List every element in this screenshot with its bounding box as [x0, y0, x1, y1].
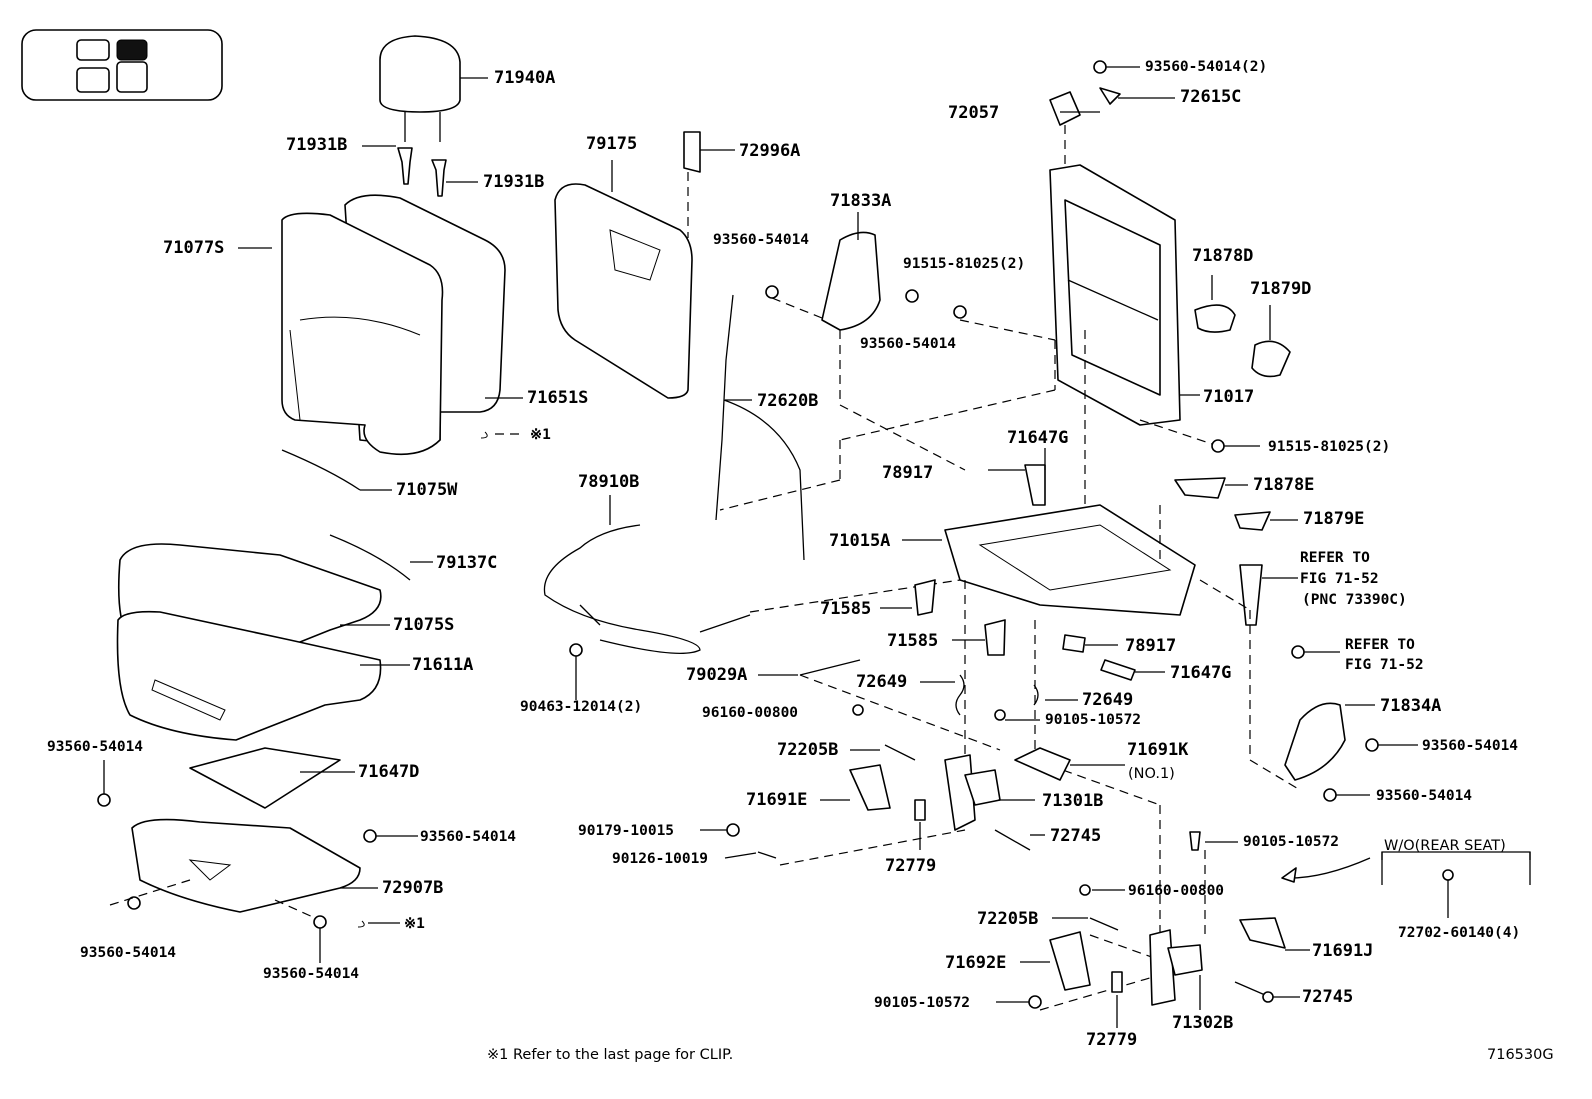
part-label-71017: 71017	[1203, 387, 1255, 407]
part-label-91515-81025: 91515-81025(2)	[1268, 439, 1391, 455]
without-rear-seat-note: W/O(REAR SEAT)	[1384, 838, 1506, 854]
part-label-71691K: 71691K	[1127, 740, 1189, 760]
cushion-frame-shape	[97, 760, 418, 963]
part-label-78917: 78917	[1125, 636, 1177, 656]
headrest-support-shapes	[362, 145, 478, 197]
part-label-72779: 72779	[885, 856, 937, 876]
cable-shape	[715, 294, 805, 561]
part-label-71691J: 71691J	[1312, 941, 1374, 961]
part-label-72615C: 72615C	[1180, 87, 1242, 107]
part-label-71691K-note: (NO.1)	[1128, 766, 1175, 782]
part-label-72057: 72057	[948, 103, 1000, 123]
footnote: ※1 Refer to the last page for CLIP.	[487, 1047, 734, 1063]
part-label-71647G: 71647G	[1007, 428, 1069, 448]
part-label-93560-54014: 93560-54014	[420, 829, 517, 845]
part-label-90105-10572: 90105-10572	[874, 995, 971, 1011]
part-label-90126-10019: 90126-10019	[612, 851, 709, 867]
part-label-71878D: 71878D	[1192, 246, 1254, 266]
part-label-90105-10572: 90105-10572	[1045, 712, 1142, 728]
side-cover-shape	[765, 212, 967, 331]
part-label-71833A: 71833A	[830, 191, 892, 211]
part-label-93560-54014-2: 93560-54014(2)	[1145, 59, 1268, 75]
part-label-71879E: 71879E	[1303, 509, 1365, 529]
refer-note-2-line1: REFER TO	[1345, 637, 1415, 653]
seatback-board-shape	[554, 131, 735, 399]
part-label-79029A: 79029A	[686, 665, 748, 685]
part-label-71879D: 71879D	[1250, 279, 1312, 299]
refer-note-line3: (PNC 73390C)	[1302, 592, 1407, 608]
part-label-93560-54014: 93560-54014	[860, 336, 957, 352]
part-label-72996A: 72996A	[739, 141, 801, 161]
part-label-93560-54014: 93560-54014	[1376, 788, 1473, 804]
cushion-sheet-shape	[189, 747, 355, 809]
part-label-71878E: 71878E	[1253, 475, 1315, 495]
part-label-93560-54014: 93560-54014	[713, 232, 810, 248]
part-label-78917: 78917	[882, 463, 934, 483]
part-label-72205B: 72205B	[777, 740, 839, 760]
part-label-78910B: 78910B	[578, 472, 640, 492]
part-label-71940A: 71940A	[494, 68, 556, 88]
release-cable-shape	[543, 495, 751, 700]
clip-mark: ※1	[530, 427, 551, 443]
seatback-cover-shape	[238, 194, 525, 491]
part-label-72702-60140: 72702-60140(4)	[1398, 925, 1521, 941]
part-label-72205B: 72205B	[977, 909, 1039, 929]
seatback-frame-shape	[1049, 60, 1291, 453]
part-label-72620B: 72620B	[757, 391, 819, 411]
refer-note-line2: FIG 71-52	[1300, 571, 1379, 587]
part-label-91515-81025: 91515-81025(2)	[903, 256, 1026, 272]
part-label-71931B: 71931B	[286, 135, 348, 155]
part-label-79175: 79175	[586, 134, 638, 154]
part-label-71692E: 71692E	[945, 953, 1007, 973]
part-label-72649: 72649	[856, 672, 908, 692]
part-label-93560-54014: 93560-54014	[1422, 738, 1519, 754]
part-label-90463-12014: 90463-12014(2)	[520, 699, 643, 715]
part-label-71647G: 71647G	[1170, 663, 1232, 683]
seat-position-indicator	[21, 29, 223, 101]
part-label-71585: 71585	[887, 631, 939, 651]
refer-note-line1: REFER TO	[1300, 550, 1370, 566]
diagram-id: 716530G	[1487, 1047, 1554, 1063]
part-label-72745: 72745	[1050, 826, 1102, 846]
part-label-71931B: 71931B	[483, 172, 545, 192]
part-label-71585: 71585	[820, 599, 872, 619]
part-label-72907B: 72907B	[382, 878, 444, 898]
part-label-72779: 72779	[1086, 1030, 1138, 1050]
part-label-90105-10572: 90105-10572	[1243, 834, 1340, 850]
part-label-71015A: 71015A	[829, 531, 891, 551]
part-label-72649: 72649	[1082, 690, 1134, 710]
refer-note-2-line2: FIG 71-52	[1345, 657, 1424, 673]
part-label-93560-54014: 93560-54014	[47, 739, 144, 755]
part-label-90179-10015: 90179-10015	[578, 823, 675, 839]
seat-cushion-shapes	[116, 534, 433, 741]
part-label-71301B: 71301B	[1042, 791, 1104, 811]
part-label-96160-00800: 96160-00800	[1128, 883, 1225, 899]
part-label-71075S: 71075S	[393, 615, 455, 635]
seat-frame-shape	[902, 477, 1340, 659]
part-label-79137C: 79137C	[436, 553, 498, 573]
bottom-right-mechanism-shapes	[996, 831, 1531, 1028]
part-label-96160-00800: 96160-00800	[702, 705, 799, 721]
part-label-72745: 72745	[1302, 987, 1354, 1007]
part-label-71647D: 71647D	[358, 762, 420, 782]
lower-mechanism-shapes	[700, 448, 1165, 859]
right-side-cover-shape	[1284, 702, 1418, 802]
part-label-71651S: 71651S	[527, 388, 589, 408]
part-label-71834A: 71834A	[1380, 696, 1442, 716]
part-label-71077S: 71077S	[163, 238, 225, 258]
part-label-93560-54014: 93560-54014	[263, 966, 360, 982]
part-label-93560-54014: 93560-54014	[80, 945, 177, 961]
part-label-71611A: 71611A	[412, 655, 474, 675]
clip-mark: ※1	[404, 916, 425, 932]
headrest-shape	[379, 35, 488, 142]
part-label-71691E: 71691E	[746, 790, 808, 810]
part-label-71302B: 71302B	[1172, 1013, 1234, 1033]
part-label-71075W: 71075W	[396, 480, 458, 500]
